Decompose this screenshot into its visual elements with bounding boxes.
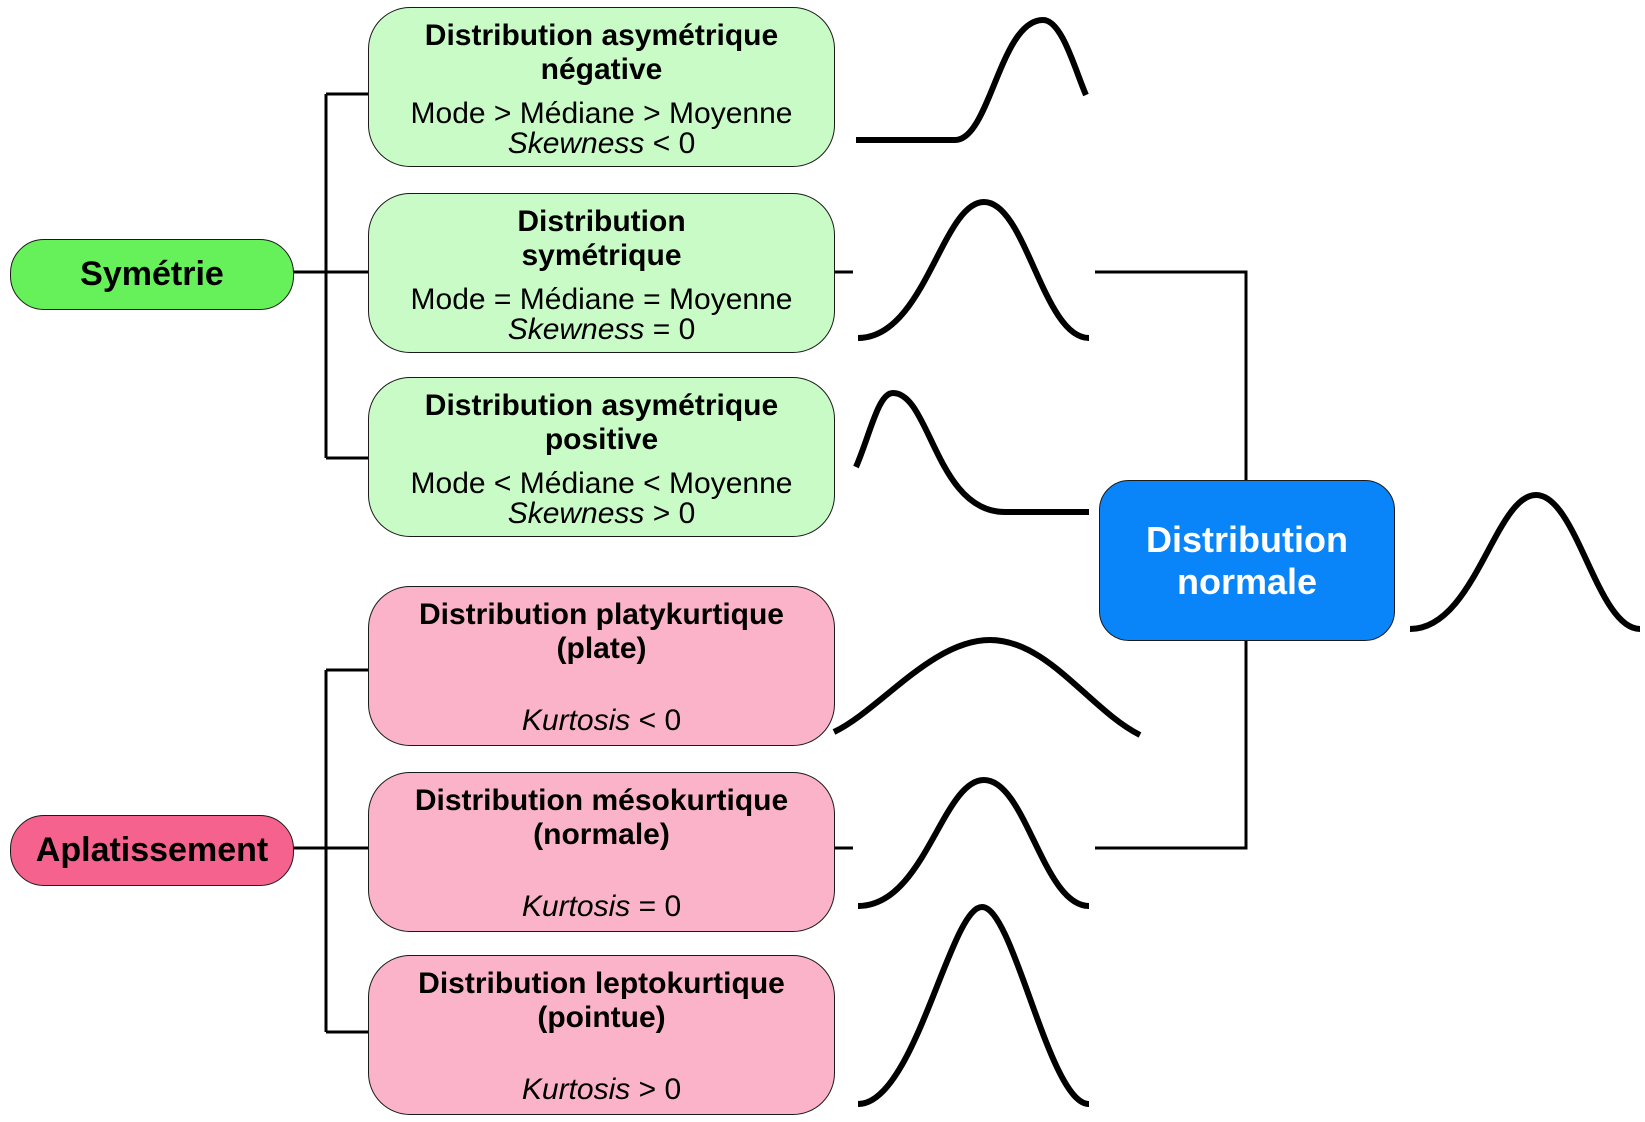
box-title: Distribution mésokurtique bbox=[414, 784, 789, 817]
box-title: Distribution asymétrique bbox=[424, 19, 779, 52]
platykurtic-curve-icon bbox=[832, 637, 1142, 738]
box-relation: Mode = Médiane = Moyenne bbox=[410, 283, 793, 316]
box-title: Distribution leptokurtique bbox=[418, 967, 785, 1000]
box-subtitle: (normale) bbox=[533, 818, 670, 851]
negative-skew-curve-icon bbox=[856, 17, 1089, 143]
symmetric-box: Distribution symétrique Mode = Médiane =… bbox=[368, 193, 835, 353]
box-title: Distribution asymétrique bbox=[424, 389, 779, 422]
box-measure: Kurtosis < 0 bbox=[369, 705, 834, 737]
box-subtitle: positive bbox=[544, 423, 659, 456]
symmetric-curve-icon bbox=[857, 199, 1090, 341]
normal-label-line1: Distribution bbox=[1146, 518, 1348, 560]
kurtosis-bracket bbox=[293, 668, 368, 1034]
box-subtitle: négative bbox=[540, 53, 663, 86]
mesokurtic-box: Distribution mésokurtique (normale) Kurt… bbox=[368, 772, 835, 932]
normal-distribution-box: Distribution normale bbox=[1099, 480, 1395, 641]
kurtosis-label: Aplatissement bbox=[35, 831, 269, 869]
measure-condition: > 0 bbox=[644, 497, 696, 530]
box-measure: Skewness > 0 bbox=[369, 498, 834, 530]
measure-name: Skewness bbox=[507, 313, 645, 346]
measure-condition: < 0 bbox=[644, 127, 696, 160]
box-subtitle: symétrique bbox=[521, 239, 682, 272]
platykurtic-box: Distribution platykurtique (plate) Kurto… bbox=[368, 586, 835, 746]
normal-bracket bbox=[1095, 270, 1248, 850]
leptokurtic-curve-icon bbox=[857, 904, 1090, 1107]
positive-skew-curve-icon bbox=[853, 390, 1089, 515]
symmetry-label: Symétrie bbox=[80, 255, 224, 293]
box-relation: Mode < Médiane < Moyenne bbox=[410, 467, 793, 500]
kurtosis-root: Aplatissement bbox=[10, 815, 294, 886]
symmetry-root: Symétrie bbox=[10, 239, 294, 310]
box-title: Distribution platykurtique bbox=[418, 598, 784, 631]
measure-condition: = 0 bbox=[644, 313, 696, 346]
box-measure: Skewness = 0 bbox=[369, 314, 834, 346]
measure-name: Kurtosis bbox=[521, 890, 631, 923]
box-measure: Skewness < 0 bbox=[369, 128, 834, 160]
box-relation: Mode > Médiane > Moyenne bbox=[410, 97, 793, 130]
normal-curve-icon bbox=[1409, 492, 1641, 632]
normal-label-line2: normale bbox=[1176, 560, 1318, 602]
positive-skew-box: Distribution asymétrique positive Mode <… bbox=[368, 377, 835, 537]
box-measure: Kurtosis = 0 bbox=[369, 891, 834, 923]
box-subtitle: (plate) bbox=[556, 632, 647, 665]
box-subtitle: (pointue) bbox=[537, 1001, 666, 1034]
measure-name: Kurtosis bbox=[521, 1073, 631, 1106]
measure-condition: = 0 bbox=[630, 890, 682, 923]
mesokurtic-curve-icon bbox=[857, 777, 1090, 909]
leptokurtic-box: Distribution leptokurtique (pointue) Kur… bbox=[368, 955, 835, 1115]
negative-skew-box: Distribution asymétrique négative Mode >… bbox=[368, 7, 835, 167]
measure-condition: < 0 bbox=[630, 704, 682, 737]
symmetry-bracket bbox=[293, 92, 368, 460]
measure-name: Kurtosis bbox=[521, 704, 631, 737]
measure-condition: > 0 bbox=[630, 1073, 682, 1106]
measure-name: Skewness bbox=[507, 127, 645, 160]
box-measure: Kurtosis > 0 bbox=[369, 1074, 834, 1106]
box-stubs bbox=[834, 270, 853, 850]
tree-connectors bbox=[293, 92, 1248, 1034]
box-title: Distribution bbox=[517, 205, 686, 238]
measure-name: Skewness bbox=[507, 497, 645, 530]
